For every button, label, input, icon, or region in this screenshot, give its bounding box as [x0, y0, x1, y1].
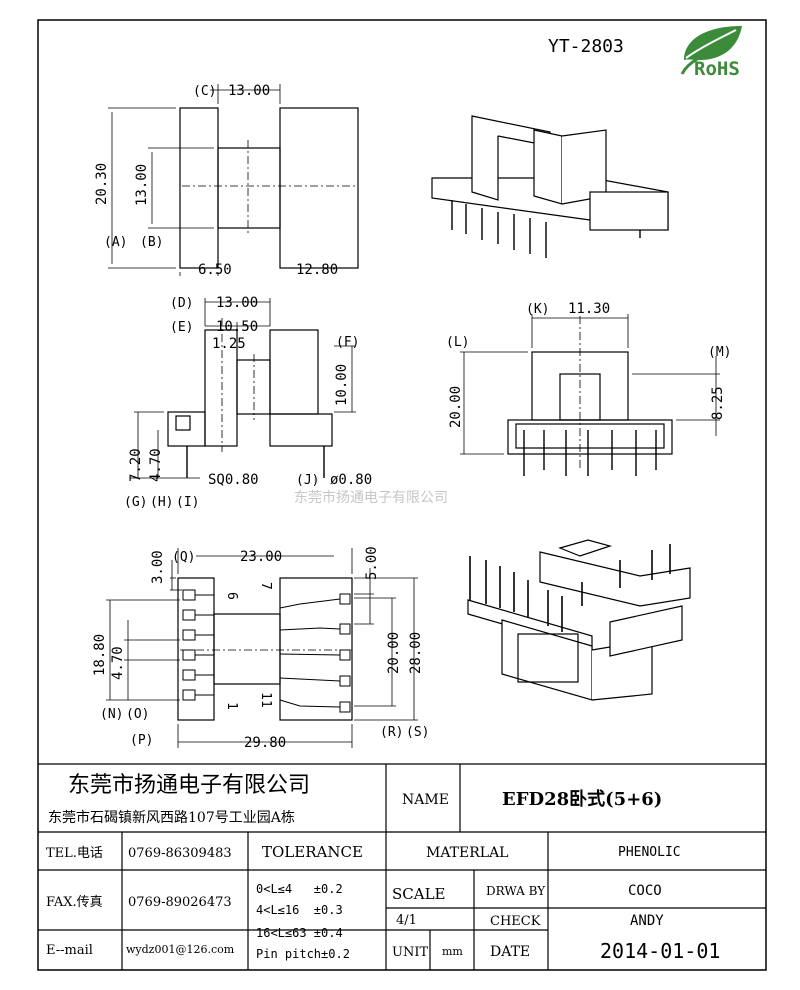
callout-label: (G): [124, 495, 147, 510]
name-label: NAME: [402, 792, 449, 808]
dim-label: 3.00: [150, 550, 166, 584]
drawing-frame: [37, 19, 767, 971]
pin-number: 7: [258, 582, 273, 590]
top-view-labels: 13.00 20.30 13.00 6.50 12.80 (C) (A) (B): [94, 83, 338, 278]
part-number: YT-2803: [548, 36, 624, 57]
pin-number: 11: [258, 692, 273, 708]
isometric-view-bottom: [467, 539, 691, 701]
callout-label: (S): [406, 725, 429, 740]
front-view-labels: 11.30 20.00 8.25 (K) (L) (M): [446, 301, 731, 428]
dim-label: 5.00: [364, 546, 380, 580]
callout-label: (O): [126, 707, 149, 722]
material-label: MATERLAL: [426, 845, 508, 861]
callout-label: (L): [446, 335, 469, 350]
dim-label: 4.70: [110, 646, 126, 680]
email-value: wydz001@126.com: [126, 943, 235, 956]
scale-label: SCALE: [392, 885, 446, 903]
company-name: 东莞市扬通电子有限公司: [68, 773, 310, 798]
callout-label: (M): [708, 345, 731, 360]
dim-label: 28.00: [408, 632, 424, 674]
dim-label: 10.00: [334, 364, 350, 406]
material-value: PHENOLIC: [618, 845, 681, 860]
dim-label: 29.80: [244, 735, 286, 751]
callout-label: (J): [296, 473, 319, 488]
pin-number: 1: [224, 702, 239, 710]
check-value: ANDY: [630, 913, 664, 929]
dim-label: ø0.80: [330, 472, 372, 488]
drawn-by-value: COCO: [628, 883, 662, 899]
dim-label: 8.25: [710, 386, 726, 420]
callout-label: (E): [170, 320, 193, 335]
unit-label: UNIT: [392, 945, 428, 960]
bottom-view-labels: 23.00 3.00 5.00 18.80 4.70 20.00 28.00 2…: [92, 546, 429, 751]
rohs-text: RoHS: [694, 58, 740, 80]
dim-label: 13.00: [216, 295, 258, 311]
check-label: CHECK: [490, 914, 541, 929]
rohs-logo: RoHS: [680, 26, 742, 80]
date-value: 2014-01-01: [600, 939, 720, 963]
dim-label: 10.50: [216, 319, 258, 335]
company-address: 东莞市石碣镇新风西路107号工业园A栋: [48, 809, 295, 826]
dim-label: SQ0.80: [208, 472, 259, 488]
dim-label: 20.00: [386, 632, 402, 674]
callout-label: (I): [176, 495, 199, 510]
callout-label: (B): [140, 235, 163, 250]
watermark-text: 东莞市扬通电子有限公司: [294, 489, 448, 506]
dim-label: 4.70: [148, 448, 164, 482]
dim-label: 13.00: [134, 164, 150, 206]
side-view: [130, 298, 356, 479]
dim-label: 23.00: [240, 549, 282, 565]
dim-label: 6.50: [198, 262, 232, 278]
fax-value: 0769-89026473: [128, 895, 232, 910]
callout-label: (Q): [172, 550, 195, 565]
tolerance-row: 4<L≤16 ±0.3: [256, 903, 343, 917]
bottom-view: [106, 548, 418, 748]
tel-label: TEL.电话: [46, 846, 103, 861]
tolerance-label: TOLERANCE: [262, 843, 363, 861]
isometric-view-top: [431, 115, 669, 258]
email-label: E--mail: [46, 943, 93, 958]
dim-label: 7.20: [128, 448, 144, 482]
top-view: [108, 84, 359, 276]
pin-number: 6: [224, 592, 239, 600]
callout-label: (H): [150, 495, 173, 510]
side-view-labels: 13.00 10.50 1.25 10.00 7.20 4.70 SQ0.80 …: [124, 295, 372, 510]
callout-label: (P): [130, 733, 153, 748]
dim-label: 13.00: [228, 83, 270, 99]
dim-label: 20.00: [448, 386, 464, 428]
callout-label: (C): [193, 84, 216, 99]
tolerance-row: 16<L≤63 ±0.4: [256, 926, 343, 940]
name-value: EFD28卧式(5+6): [502, 788, 662, 810]
title-block-text: 东莞市扬通电子有限公司 东莞市石碣镇新风西路107号工业园A栋 NAME EFD…: [46, 773, 720, 963]
callout-label: (D): [170, 296, 193, 311]
drawn-by-label: DRWA BY: [486, 884, 546, 898]
callout-label: (R): [380, 725, 403, 740]
callout-label: (N): [100, 707, 123, 722]
tolerance-row: 0<L≤4 ±0.2: [256, 882, 343, 896]
scale-value: 4/1: [396, 913, 417, 928]
fax-label: FAX.传真: [46, 895, 103, 910]
title-block-grid: [38, 763, 766, 970]
dim-label: 20.30: [94, 163, 110, 205]
dim-label: 12.80: [296, 262, 338, 278]
callout-label: (K): [526, 302, 549, 317]
tolerance-row: Pin pitch±0.2: [256, 947, 350, 961]
dim-label: 11.30: [568, 301, 610, 317]
dim-label: 18.80: [92, 634, 108, 676]
unit-value: mm: [442, 945, 463, 958]
callout-label: (F): [336, 335, 359, 350]
tel-value: 0769-86309483: [128, 846, 232, 861]
callout-label: (A): [104, 235, 127, 250]
dim-label: 1.25: [212, 336, 246, 352]
front-view: [460, 314, 720, 476]
date-label: DATE: [490, 944, 530, 960]
